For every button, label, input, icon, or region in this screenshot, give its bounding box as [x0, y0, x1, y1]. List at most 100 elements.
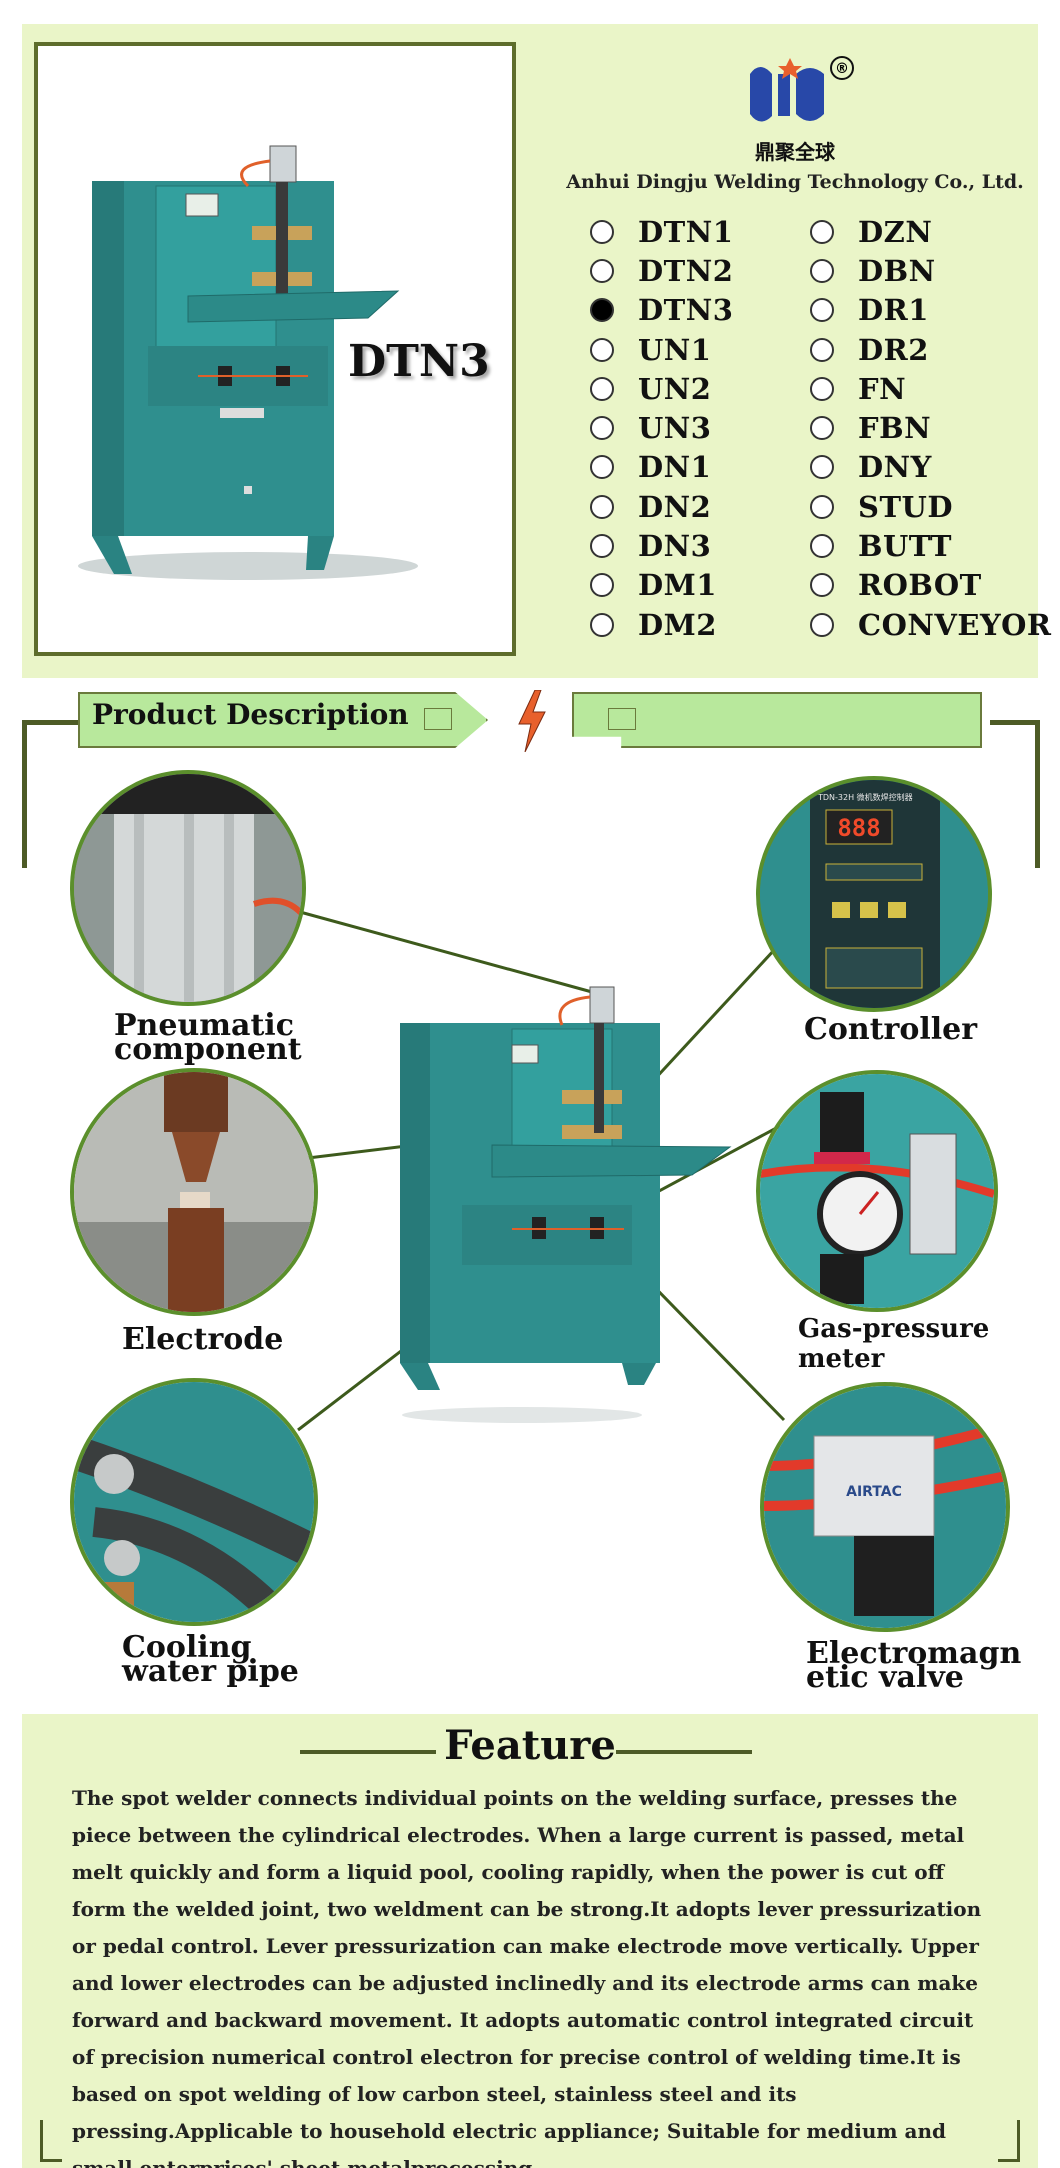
company-name: Anhui Dingju Welding Technology Co., Ltd…: [566, 171, 1024, 193]
electrode-label: Electrode: [122, 1322, 284, 1357]
radio-button[interactable]: [810, 337, 834, 362]
model-option-label: DTN3: [638, 293, 734, 328]
section-bracket-left: [22, 720, 82, 868]
model-option-dzn[interactable]: DZN: [810, 212, 1052, 251]
model-option-label: DR1: [858, 293, 929, 328]
decorative-square: [424, 708, 452, 730]
radio-button[interactable]: [590, 455, 614, 480]
model-option-label: DZN: [858, 214, 933, 249]
feature-description: The spot welder connects individual poin…: [72, 1786, 982, 2168]
radio-button[interactable]: [810, 534, 834, 559]
radio-button[interactable]: [590, 219, 614, 244]
logo-chinese-text: 鼎聚全球: [755, 140, 835, 164]
feature-panel: [22, 1714, 1038, 2168]
radio-button[interactable]: [810, 416, 834, 441]
electromagnetic-valve-photo: AIRTAC: [760, 1382, 1010, 1632]
model-option-dtn2[interactable]: DTN2: [590, 251, 733, 290]
model-option-dtn3[interactable]: DTN3: [590, 291, 733, 330]
controller-panel-title: TDN-32H 微机数焊控制器: [817, 792, 913, 802]
feature-title-rule-right: [616, 1750, 752, 1754]
model-option-un1[interactable]: UN1: [590, 330, 733, 369]
radio-button[interactable]: [810, 455, 834, 480]
feature-title-rule-left: [300, 1750, 436, 1754]
model-option-robot[interactable]: ROBOT: [810, 566, 1052, 605]
company-logo-icon: ®: [750, 56, 854, 122]
model-option-dr1[interactable]: DR1: [810, 291, 1052, 330]
model-option-dn1[interactable]: DN1: [590, 448, 733, 487]
product-photo-frame: DTN3: [34, 42, 516, 656]
model-option-label: DTN2: [638, 253, 734, 288]
radio-button[interactable]: [810, 612, 834, 637]
model-option-dbn[interactable]: DBN: [810, 251, 1052, 290]
model-option-butt[interactable]: BUTT: [810, 526, 1052, 565]
model-option-label: DN2: [638, 489, 712, 524]
model-option-label: BUTT: [858, 529, 952, 564]
controller-label: Controller: [804, 1012, 978, 1047]
model-option-label: UN3: [638, 411, 712, 446]
gas-pressure-meter-label: Gas-pressure meter: [798, 1314, 990, 1374]
valve-brand: AIRTAC: [846, 1484, 902, 1500]
radio-button[interactable]: [810, 494, 834, 519]
electromagnetic-valve-label: Electromagn etic valve: [806, 1636, 1022, 1695]
section-decorative-bar: [572, 692, 982, 748]
model-option-dr2[interactable]: DR2: [810, 330, 1052, 369]
model-option-un3[interactable]: UN3: [590, 408, 733, 447]
model-option-label: DR2: [858, 332, 929, 367]
model-option-label: DTN1: [638, 214, 734, 249]
model-option-conveyor[interactable]: CONVEYOR: [810, 605, 1052, 644]
lightning-bolt-icon: [518, 690, 546, 752]
model-option-label: CONVEYOR: [858, 607, 1052, 642]
radio-button[interactable]: [810, 219, 834, 244]
feature-bracket-right: [998, 2120, 1020, 2162]
model-option-label: DN1: [638, 450, 712, 485]
radio-button[interactable]: [810, 376, 834, 401]
model-option-label: ROBOT: [858, 568, 982, 603]
model-option-dn2[interactable]: DN2: [590, 487, 733, 526]
electrode-photo: [70, 1068, 318, 1316]
model-option-fbn[interactable]: FBN: [810, 408, 1052, 447]
controller-photo: TDN-32H 微机数焊控制器 888: [756, 776, 992, 1012]
radio-button[interactable]: [590, 573, 614, 598]
radio-button[interactable]: [810, 258, 834, 283]
radio-button[interactable]: [590, 258, 614, 283]
model-option-label: DNY: [858, 450, 932, 485]
section-title: Product Description: [92, 698, 409, 731]
section-bracket-right: [990, 720, 1040, 868]
decorative-square: [608, 708, 636, 730]
radio-button[interactable]: [590, 494, 614, 519]
model-option-label: DM1: [638, 568, 717, 603]
spot-welder-machine-image: [78, 145, 418, 580]
radio-button[interactable]: [590, 298, 614, 323]
model-option-label: DBN: [858, 253, 936, 288]
registered-mark: ®: [835, 61, 849, 77]
radio-button[interactable]: [590, 337, 614, 362]
pneumatic-component-photo: [70, 770, 306, 1006]
feature-title: Feature: [444, 1722, 616, 1769]
cooling-water-pipe-photo: [70, 1378, 318, 1626]
radio-button[interactable]: [810, 298, 834, 323]
model-option-label: DM2: [638, 607, 717, 642]
model-option-dtn1[interactable]: DTN1: [590, 212, 733, 251]
radio-button[interactable]: [590, 534, 614, 559]
model-option-dm2[interactable]: DM2: [590, 605, 733, 644]
model-option-dn3[interactable]: DN3: [590, 526, 733, 565]
model-option-label: UN1: [638, 332, 712, 367]
model-tag: DTN3: [348, 336, 490, 387]
model-option-fn[interactable]: FN: [810, 369, 1052, 408]
model-option-un2[interactable]: UN2: [590, 369, 733, 408]
model-option-dm1[interactable]: DM1: [590, 566, 733, 605]
model-option-label: FN: [858, 371, 907, 406]
model-option-label: UN2: [638, 371, 712, 406]
feature-bracket-left: [40, 2120, 62, 2162]
radio-button[interactable]: [590, 376, 614, 401]
radio-button[interactable]: [810, 573, 834, 598]
cooling-water-pipe-label: Cooling water pipe: [122, 1630, 299, 1689]
section-title-tab: [78, 692, 488, 748]
model-option-stud[interactable]: STUD: [810, 487, 1052, 526]
radio-button[interactable]: [590, 612, 614, 637]
radio-button[interactable]: [590, 416, 614, 441]
model-option-dny[interactable]: DNY: [810, 448, 1052, 487]
model-option-label: DN3: [638, 529, 712, 564]
